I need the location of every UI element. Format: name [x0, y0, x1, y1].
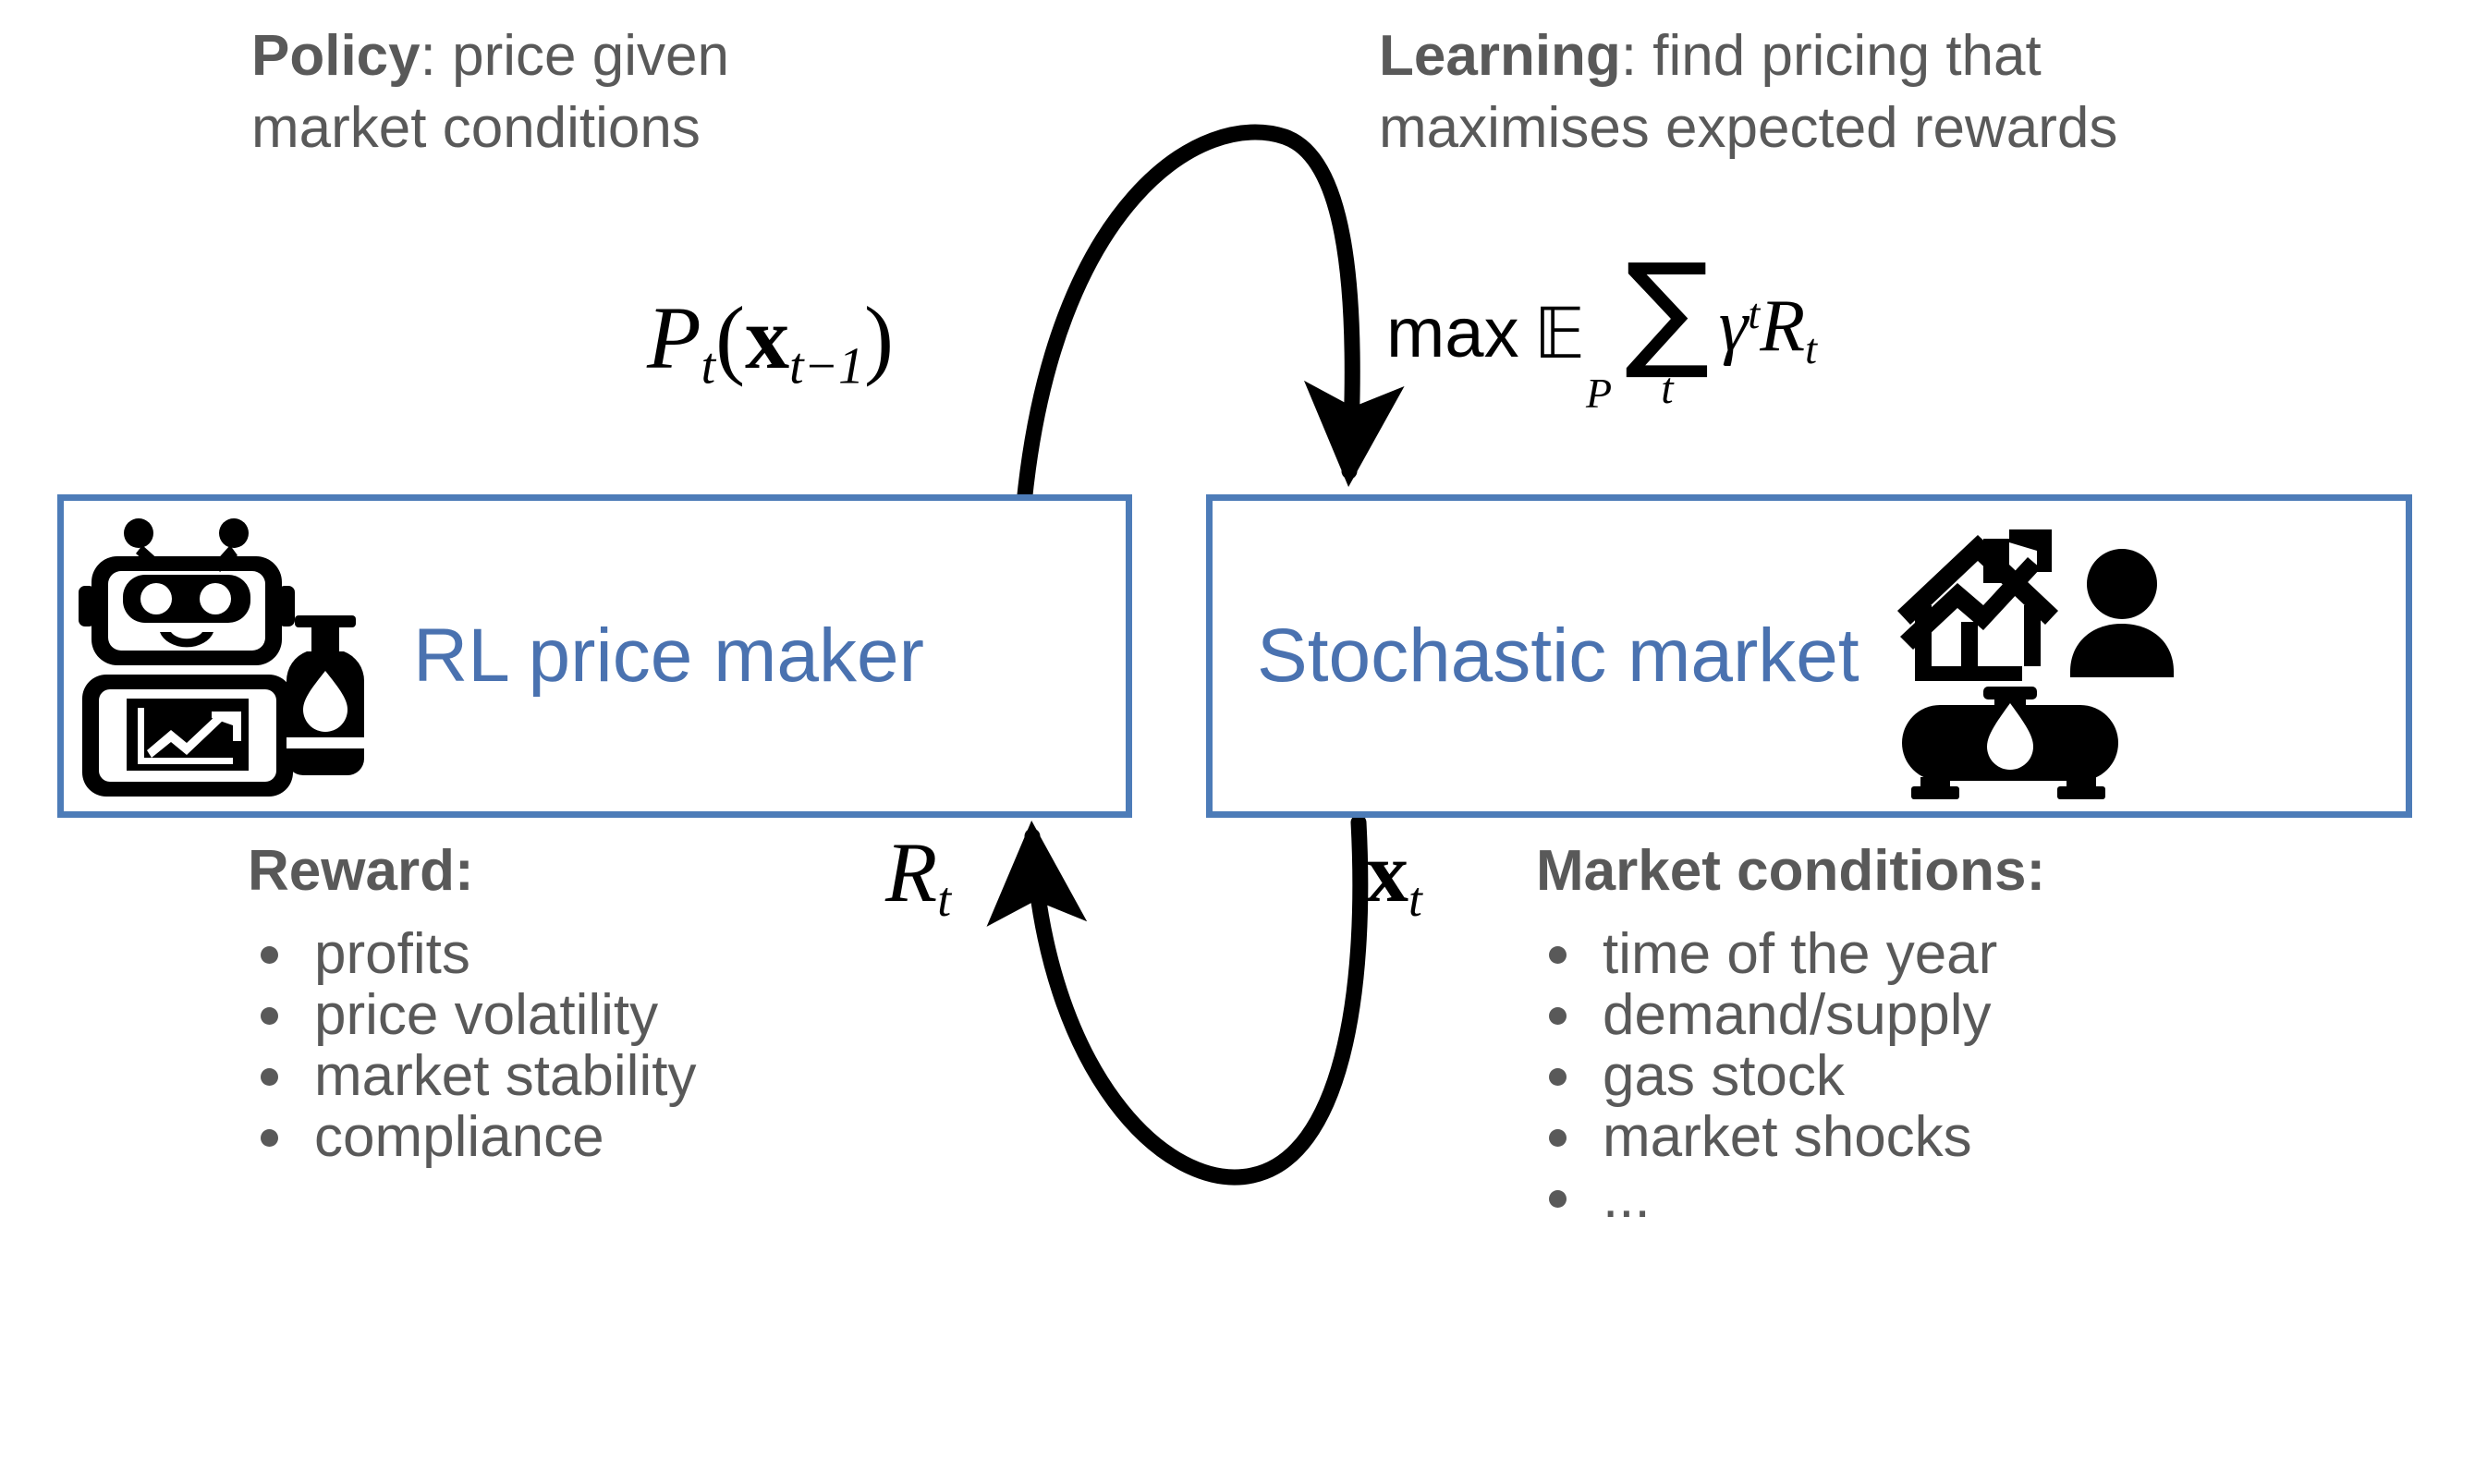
- policy-formula-arg-sub: t−1: [789, 337, 864, 395]
- bullet-icon: [1549, 1129, 1567, 1147]
- market-condition-label: market shocks: [1603, 1105, 1972, 1169]
- objective-gamma-exponent: t: [1748, 290, 1761, 338]
- objective-summation-index: t: [1661, 363, 1674, 413]
- bullet-icon: [1549, 946, 1567, 964]
- list-item: compliance: [248, 1107, 696, 1168]
- environment-box[interactable]: Stochastic market: [1206, 494, 2412, 818]
- reward-item-label: market stability: [314, 1044, 697, 1108]
- objective-expectation-subscript: P: [1586, 369, 1613, 417]
- reward-item-label: profits: [314, 922, 470, 986]
- state-arrow-label: xt: [1366, 830, 1422, 924]
- list-item: gas stock: [1536, 1046, 1997, 1107]
- list-item: demand/supply: [1536, 985, 1997, 1046]
- reward-item-label: compliance: [314, 1105, 604, 1169]
- list-item: profits: [248, 924, 696, 985]
- objective-reward-subscript: t: [1805, 325, 1817, 373]
- reward-symbol: R: [885, 825, 938, 919]
- policy-formula-close-paren: ): [863, 288, 894, 387]
- state-reward-arrow: [986, 814, 1369, 1186]
- policy-note-label: Policy: [251, 24, 421, 88]
- policy-note-line1-rest: price given: [435, 24, 729, 88]
- market-conditions-title-text: Market conditions: [1536, 839, 2027, 903]
- house-trend-person-gas-tank-icon: [1896, 529, 2174, 799]
- objective-formula: max 𝔼 P ∑ t γtRt: [1386, 237, 1817, 414]
- list-item: ...: [1536, 1168, 1997, 1229]
- market-condition-label: gas stock: [1603, 1044, 1845, 1108]
- state-symbol: x: [1366, 825, 1408, 919]
- policy-formula: Pt(xt−1): [647, 294, 894, 393]
- list-item: market shocks: [1536, 1107, 1997, 1168]
- objective-summation: ∑ t: [1625, 237, 1710, 413]
- learning-note-label: Learning: [1379, 24, 1621, 88]
- policy-formula-open-paren: (: [715, 288, 746, 387]
- objective-gamma: γ: [1718, 285, 1749, 367]
- robot-with-gas-bottle-icon: [79, 518, 365, 797]
- policy-note-line2: market conditions: [251, 96, 701, 160]
- reward-item-label: price volatility: [314, 983, 659, 1047]
- objective-discounted-reward: γtRt: [1719, 289, 1817, 371]
- policy-note-colon: :: [420, 24, 436, 88]
- bullet-icon: [1549, 1068, 1567, 1086]
- list-item: market stability: [248, 1046, 696, 1107]
- bullet-icon: [1549, 1007, 1567, 1025]
- market-conditions-list: time of the year demand/supply gas stock…: [1536, 924, 1997, 1229]
- bullet-icon: [261, 1129, 278, 1147]
- reward-list-title: Reward:: [248, 843, 474, 900]
- reward-list-title-text: Reward: [248, 839, 455, 903]
- policy-note-line1: Policy: price given: [251, 20, 729, 92]
- market-condition-label: time of the year: [1603, 922, 1998, 986]
- list-item: time of the year: [1536, 924, 1997, 985]
- market-conditions-list-title: Market conditions:: [1536, 843, 2045, 900]
- reward-list: profits price volatility market stabilit…: [248, 924, 696, 1168]
- market-condition-label: ...: [1603, 1166, 1651, 1230]
- learning-note-colon: :: [1620, 24, 1638, 88]
- environment-box-label: Stochastic market: [1257, 614, 1859, 698]
- objective-expectation-symbol: 𝔼: [1533, 292, 1586, 375]
- policy-formula-fn: P: [647, 288, 701, 387]
- learning-note-line1-rest: find pricing that: [1637, 24, 2042, 88]
- policy-formula-fn-sub: t: [701, 337, 716, 395]
- list-item: price volatility: [248, 985, 696, 1046]
- market-condition-label: demand/supply: [1603, 983, 1992, 1047]
- reward-arrow-label: Rt: [885, 830, 951, 924]
- objective-max-operator: max: [1386, 294, 1519, 373]
- objective-reward-symbol: R: [1760, 285, 1806, 367]
- bullet-icon: [261, 1068, 278, 1086]
- agent-box[interactable]: RL price maker: [57, 494, 1132, 818]
- bullet-icon: [261, 1007, 278, 1025]
- bullet-icon: [1549, 1190, 1567, 1208]
- market-conditions-title-colon: :: [2026, 839, 2046, 903]
- learning-note-line2: maximises expected rewards: [1379, 96, 2118, 160]
- reward-list-title-colon: :: [454, 839, 474, 903]
- policy-action-arrow: [1016, 124, 1405, 512]
- bullet-icon: [261, 946, 278, 964]
- state-subscript: t: [1408, 871, 1422, 927]
- reward-subscript: t: [937, 871, 952, 927]
- sigma-icon: ∑: [1625, 237, 1710, 383]
- learning-note-line1: Learning: find pricing that: [1379, 20, 2042, 92]
- policy-formula-arg: x: [745, 288, 790, 387]
- agent-box-label: RL price maker: [413, 614, 924, 698]
